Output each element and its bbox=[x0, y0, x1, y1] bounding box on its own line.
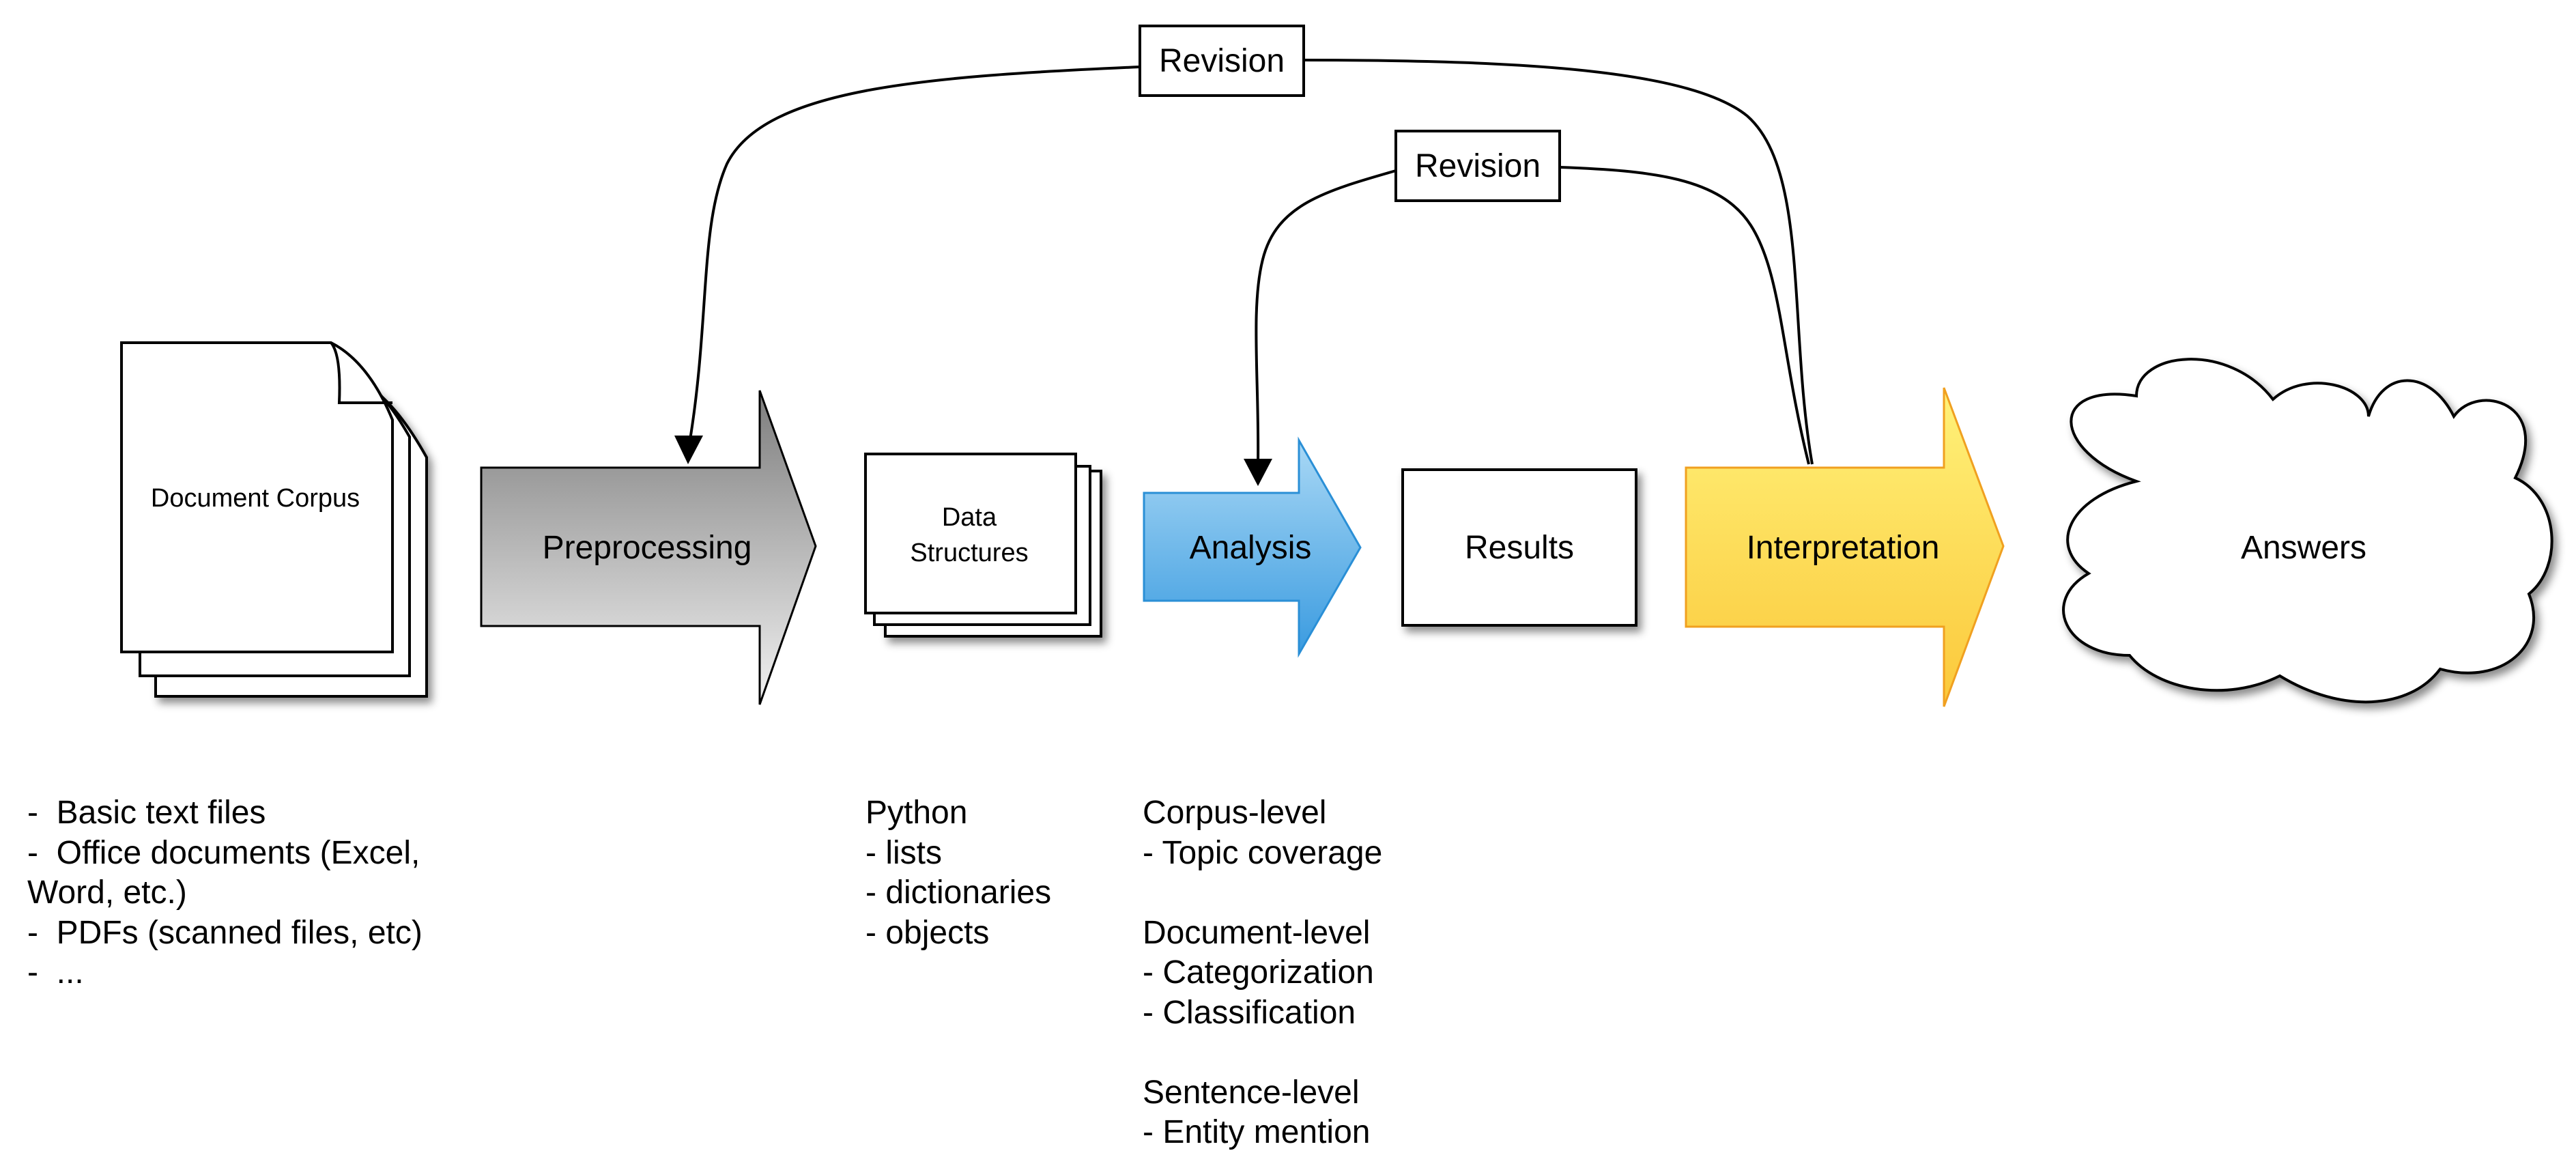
note-line: Word, etc.) bbox=[27, 874, 187, 911]
note-line: - Entity mention bbox=[1143, 1114, 1371, 1150]
interpretation-label: Interpretation bbox=[1747, 530, 1940, 566]
data-structures-card-front bbox=[864, 453, 1077, 614]
note-line: - Basic text files bbox=[27, 795, 266, 831]
note-line: - Topic coverage bbox=[1143, 834, 1383, 871]
interpretation-arrow: Interpretation bbox=[1685, 387, 2005, 707]
note-line bbox=[1143, 873, 1382, 913]
answers-cloud: Answers bbox=[2062, 358, 2553, 704]
note-line: - ... bbox=[27, 954, 84, 991]
document-corpus-label: Document Corpus bbox=[151, 484, 360, 513]
note-line: - Office documents (Excel, bbox=[27, 834, 420, 871]
note-line: Python bbox=[865, 795, 968, 831]
note-line: - dictionaries bbox=[865, 874, 1052, 911]
revision-inner-label: Revision bbox=[1415, 148, 1541, 184]
results-label: Results bbox=[1465, 530, 1574, 566]
analysis-levels-notes: Corpus-level - Topic coverage Document-l… bbox=[1143, 793, 1382, 1153]
data-structures-label-line1: Data bbox=[942, 503, 997, 532]
results-box: Results bbox=[1401, 468, 1637, 627]
revision-outer-curve-right bbox=[1303, 59, 1814, 465]
revision-inner-arrowhead bbox=[1244, 459, 1272, 486]
document-corpus-stack: Document Corpus bbox=[120, 341, 428, 698]
note-line: - objects bbox=[865, 914, 990, 951]
revision-outer-arrowhead bbox=[674, 436, 703, 464]
note-line: Sentence-level bbox=[1143, 1074, 1360, 1111]
note-line: - lists bbox=[865, 834, 942, 871]
note-line: - PDFs (scanned files, etc) bbox=[27, 914, 423, 951]
revision-inner-curve-left bbox=[1255, 169, 1397, 465]
corpus-sources-notes: - Basic text files - Office documents (E… bbox=[27, 793, 423, 993]
answers-label: Answers bbox=[2241, 530, 2366, 566]
note-line: - Categorization bbox=[1143, 954, 1374, 991]
revision-outer-label: Revision bbox=[1159, 43, 1285, 79]
revision-loop-outer bbox=[674, 59, 1814, 465]
revision-box-inner: Revision bbox=[1394, 130, 1561, 202]
analysis-arrow: Analysis bbox=[1143, 436, 1362, 658]
analysis-label: Analysis bbox=[1190, 530, 1312, 566]
preprocessing-arrow: Preprocessing bbox=[480, 390, 817, 705]
revision-inner-curve-right bbox=[1559, 166, 1810, 465]
data-structures-stack: Data Structures bbox=[864, 453, 1102, 638]
document-page-fold bbox=[330, 341, 392, 404]
note-line: Corpus-level bbox=[1143, 795, 1327, 831]
revision-box-outer: Revision bbox=[1139, 25, 1305, 97]
document-page-front bbox=[120, 341, 394, 653]
revision-loop-inner bbox=[1244, 166, 1810, 486]
note-line bbox=[1143, 1033, 1382, 1073]
data-structures-label-line2: Structures bbox=[910, 539, 1028, 567]
revision-outer-curve-left bbox=[688, 66, 1141, 444]
preprocessing-label: Preprocessing bbox=[543, 530, 752, 566]
data-structures-notes: Python - lists - dictionaries - objects bbox=[865, 793, 1051, 953]
note-line: Document-level bbox=[1143, 914, 1371, 951]
note-line: - Classification bbox=[1143, 994, 1356, 1031]
